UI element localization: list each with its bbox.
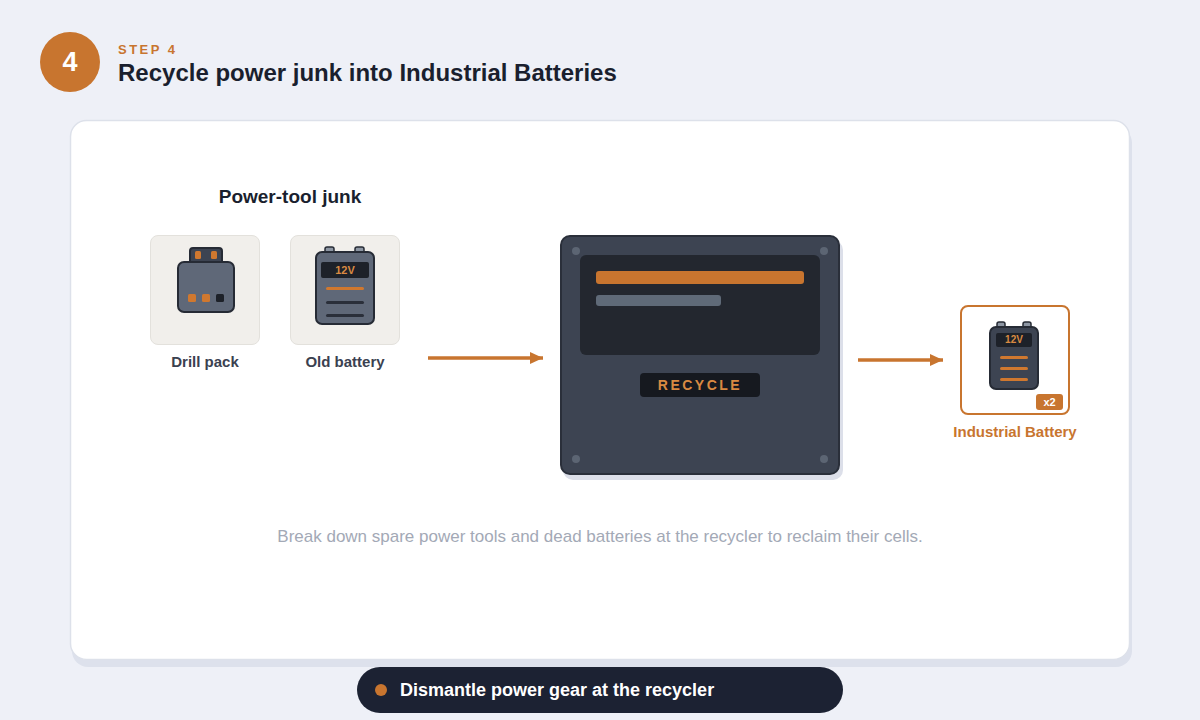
footer-text: Dismantle power gear at the recycler bbox=[400, 667, 714, 713]
icon-instance bbox=[178, 248, 234, 312]
output-label: Industrial Battery bbox=[920, 422, 1110, 442]
machine-label: RECYCLE bbox=[640, 373, 760, 397]
industrial-battery-output: 12Vx2Industrial Battery bbox=[960, 305, 1070, 440]
icon-instance bbox=[990, 322, 1063, 410]
flow-arrow bbox=[428, 356, 543, 360]
recycler-machine-icon bbox=[560, 235, 860, 485]
quantity-badge-text: x2 bbox=[1036, 394, 1063, 410]
step-eyebrow: STEP 4 bbox=[118, 42, 178, 57]
flow-arrow bbox=[858, 358, 943, 362]
page-title: Recycle power junk into Industrial Batte… bbox=[118, 59, 617, 87]
caption: Break down spare power tools and dead ba… bbox=[70, 527, 1130, 547]
drill-pack-tile: Drill pack bbox=[150, 235, 260, 370]
status-dot bbox=[375, 684, 387, 696]
voltage-label: 12V bbox=[996, 332, 1032, 347]
icon-instance bbox=[316, 247, 374, 324]
voltage-label: 12V bbox=[321, 262, 369, 278]
item-label: Old battery bbox=[270, 352, 420, 372]
footer-pill: Dismantle power gear at the recycler bbox=[357, 667, 843, 713]
recycler-machine: RECYCLE bbox=[560, 235, 840, 475]
old-battery-tile: 12VOld battery bbox=[290, 235, 400, 370]
step-number: 4 bbox=[40, 32, 100, 92]
step-badge: 4 bbox=[40, 32, 100, 92]
item-label: Drill pack bbox=[130, 352, 280, 372]
group-heading: Power-tool junk bbox=[175, 186, 405, 208]
icon-instance bbox=[572, 247, 828, 463]
card bbox=[71, 121, 1130, 660]
